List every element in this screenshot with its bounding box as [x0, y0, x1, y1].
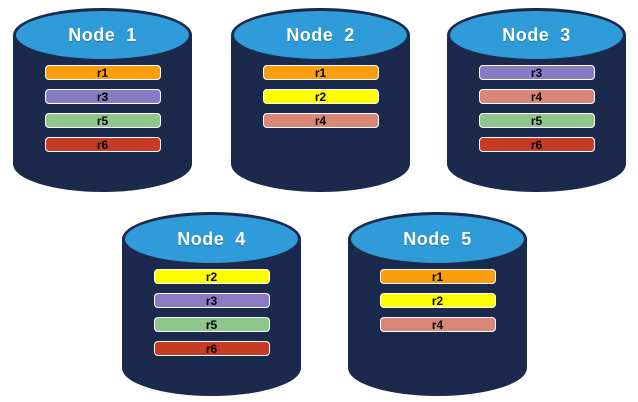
replica-label: r2: [314, 89, 327, 104]
replica-label: r3: [530, 65, 543, 80]
node-3-cylinder-top: Node 3: [447, 8, 626, 62]
node-4-cylinder: Node 4 r2 r3 r5 r6: [122, 212, 301, 396]
node-4-cylinder-top: Node 4: [122, 212, 301, 266]
replica-label: r5: [205, 317, 218, 332]
replica-bar-r6: r6: [153, 341, 270, 356]
node-4-replica-stack: r2 r3 r5 r6: [153, 269, 270, 356]
node-2-cylinder-top: Node 2: [231, 8, 410, 62]
replica-bar-r2: r2: [153, 269, 270, 284]
replica-label: r2: [205, 269, 218, 284]
replica-bar-r1: r1: [379, 269, 496, 284]
node-1-cylinder-top: Node 1: [13, 8, 192, 62]
node-3-cylinder: Node 3 r3 r4 r5 r6: [447, 8, 626, 192]
replica-bar-r5: r5: [44, 113, 161, 128]
replica-bar-r4: r4: [262, 113, 379, 128]
node-1-replica-stack: r1 r3 r5 r6: [44, 65, 161, 152]
replica-label: r5: [530, 113, 543, 128]
replica-label: r2: [431, 293, 444, 308]
node-5-title: Node 5: [403, 228, 472, 249]
replica-bar-r1: r1: [262, 65, 379, 80]
replica-label: r6: [96, 137, 109, 152]
replica-label: r6: [530, 137, 543, 152]
node-5-cylinder: Node 5 r1 r2 r4: [348, 212, 527, 396]
node-2-title: Node 2: [286, 24, 355, 45]
node-5-cylinder-top: Node 5: [348, 212, 527, 266]
replica-bar-r1: r1: [44, 65, 161, 80]
replica-label: r5: [96, 113, 109, 128]
node-4-title: Node 4: [177, 228, 246, 249]
replica-label: r3: [96, 89, 109, 104]
node-3-title: Node 3: [502, 24, 571, 45]
replica-label: r4: [431, 317, 444, 332]
node-2-replica-stack: r1 r2 r4: [262, 65, 379, 128]
replica-bar-r5: r5: [478, 113, 595, 128]
replica-bar-r5: r5: [153, 317, 270, 332]
replica-label: r4: [530, 89, 543, 104]
replica-label: r4: [314, 113, 327, 128]
replica-bar-r3: r3: [44, 89, 161, 104]
replica-label: r6: [205, 341, 218, 356]
node-5-replica-stack: r1 r2 r4: [379, 269, 496, 332]
replica-bar-r3: r3: [153, 293, 270, 308]
replica-bar-r6: r6: [44, 137, 161, 152]
node-2-cylinder: Node 2 r1 r2 r4: [231, 8, 410, 192]
replica-bar-r2: r2: [379, 293, 496, 308]
replica-label: r3: [205, 293, 218, 308]
replica-bar-r3: r3: [478, 65, 595, 80]
node-1-title: Node 1: [68, 24, 137, 45]
replica-bar-r4: r4: [478, 89, 595, 104]
replica-label: r1: [314, 65, 327, 80]
replica-bar-r2: r2: [262, 89, 379, 104]
replica-label: r1: [96, 65, 109, 80]
replica-bar-r6: r6: [478, 137, 595, 152]
replica-bar-r4: r4: [379, 317, 496, 332]
replica-label: r1: [431, 269, 444, 284]
node-1-cylinder: Node 1 r1 r3 r5 r6: [13, 8, 192, 192]
node-3-replica-stack: r3 r4 r5 r6: [478, 65, 595, 152]
